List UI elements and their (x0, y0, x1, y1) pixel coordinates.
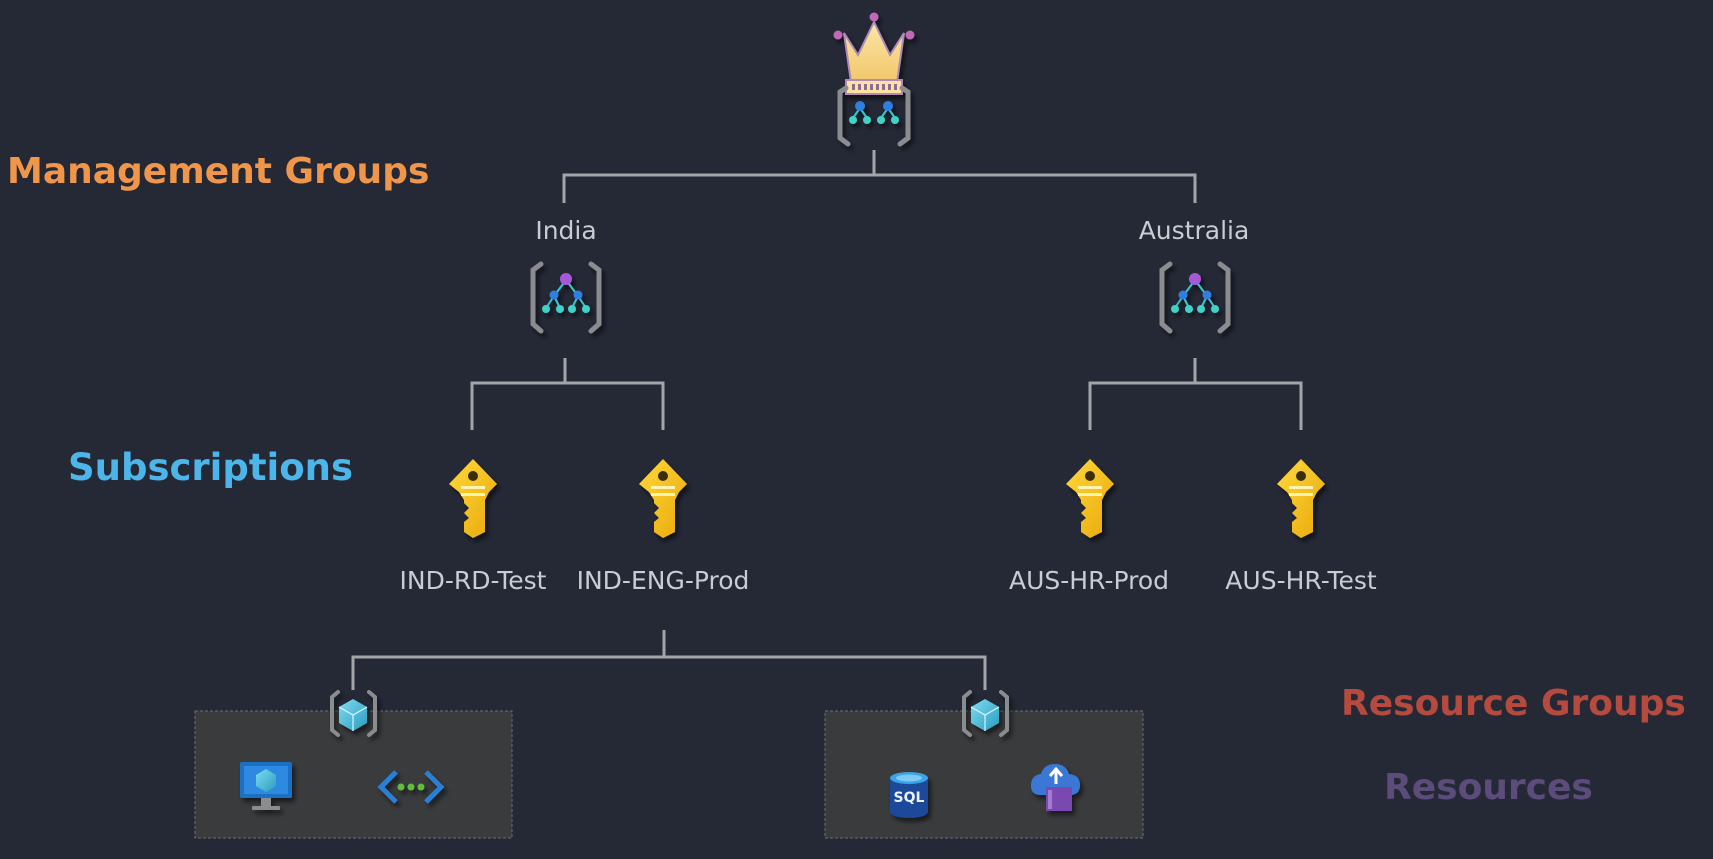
connector-subscription-to-resource-groups (351, 630, 987, 690)
hierarchy-connectors (351, 150, 1303, 690)
app-service-upload-icon (1030, 764, 1080, 811)
subscription-label-aus-hr-test: AUS-HR-Test (1225, 566, 1377, 595)
resource-group-icon-right (962, 690, 1009, 737)
subscription-label-ind-eng-prod: IND-ENG-Prod (576, 566, 750, 595)
connector-root-to-groups (562, 150, 1197, 203)
subscription-label-aus-hr-prod: AUS-HR-Prod (1009, 566, 1169, 595)
virtual-machine-icon (240, 762, 292, 810)
sql-text: SQL (894, 790, 925, 806)
subscription-key-icon-ind-rd-test (449, 459, 497, 538)
management-group-label-india: India (535, 216, 597, 245)
crown-management-group-icon (833, 12, 915, 147)
management-group-icon-india (530, 261, 602, 334)
connector-australia-to-subscriptions (1088, 358, 1303, 430)
legend-management-groups: Management Groups (7, 151, 430, 192)
virtual-network-icon (377, 770, 445, 804)
management-group-label-australia: Australia (1138, 216, 1250, 245)
subscription-label-ind-rd-test: IND-RD-Test (399, 566, 547, 595)
subscription-key-icon-aus-hr-prod (1066, 459, 1114, 538)
subscription-key-icon-aus-hr-test (1277, 459, 1325, 538)
legend-resource-groups: Resource Groups (1341, 683, 1686, 724)
resource-group-icon-left (330, 690, 377, 737)
management-group-icon-australia (1159, 261, 1231, 334)
legend-subscriptions: Subscriptions (68, 446, 353, 489)
resource-group-box-right (824, 710, 1144, 839)
connector-india-to-subscriptions (470, 358, 665, 430)
subscription-key-icon-ind-eng-prod (639, 459, 687, 538)
sql-database-icon: SQL (890, 772, 928, 818)
legend-resources: Resources (1384, 767, 1593, 808)
